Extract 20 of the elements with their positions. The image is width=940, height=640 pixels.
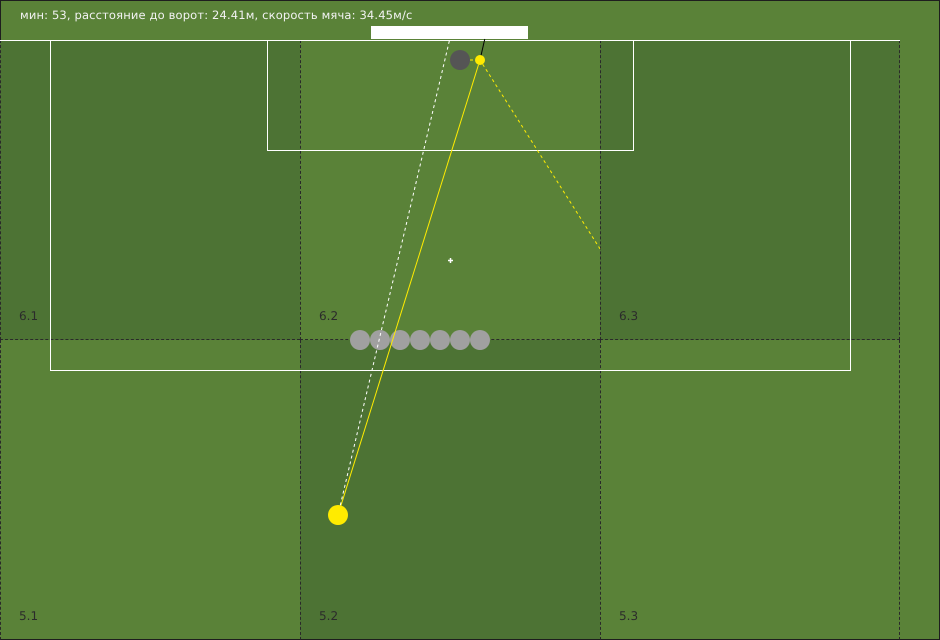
goalkeeper-dot-icon (450, 50, 470, 70)
connector-line (340, 64, 479, 506)
pitch-zone (600, 40, 900, 340)
pitch-zone (0, 40, 300, 340)
title-text: мин: 53, расстояние до ворот: 24.41м, скорость мяча: 34.45м/с (20, 8, 412, 23)
zone-label: 6.3 (619, 309, 638, 323)
ball-dot-icon (328, 505, 348, 525)
zone-label: 6.2 (319, 309, 338, 323)
goal-bar (371, 26, 528, 39)
dashed-line (482, 64, 600, 250)
zone-label: 5.2 (319, 609, 338, 623)
connector-line (480, 38, 486, 56)
zone-label: 5.1 (19, 609, 38, 623)
pitch-zone (300, 340, 600, 640)
zone-label: 6.1 (19, 309, 38, 323)
zone-label: 5.3 (619, 609, 638, 623)
ball-dot-icon (475, 55, 485, 65)
pitch-zone (600, 340, 900, 640)
pitch-zone (300, 40, 600, 340)
dashed-line (340, 38, 450, 506)
